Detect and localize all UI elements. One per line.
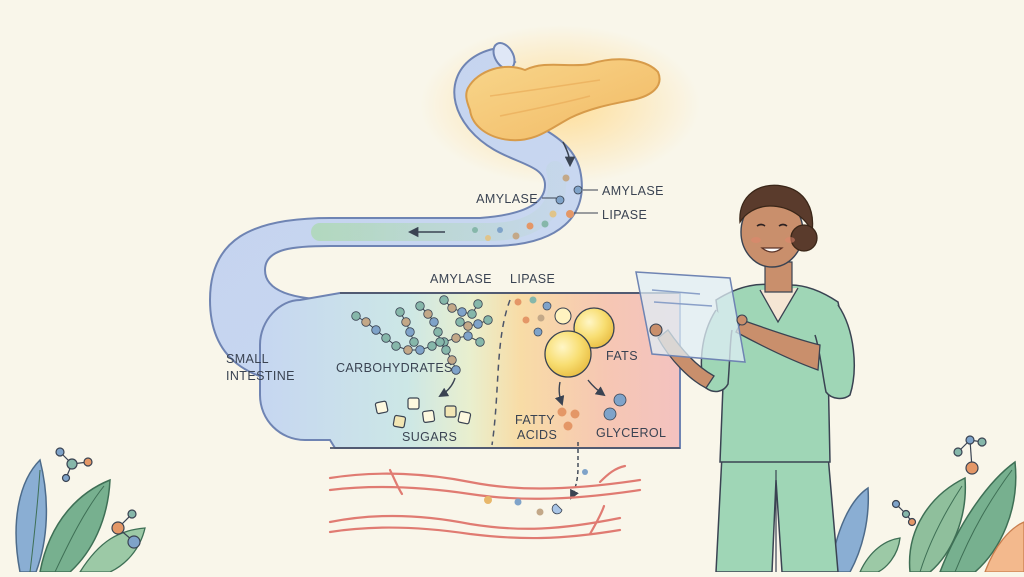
lipase-beads bbox=[514, 296, 572, 337]
carb-bead bbox=[439, 295, 449, 305]
carb-bead bbox=[441, 345, 451, 355]
sugar-cubes bbox=[374, 397, 472, 429]
fatty-acids-label-line1: FATTY bbox=[515, 413, 555, 427]
carbohydrate-chains bbox=[351, 295, 493, 375]
blood-vessels bbox=[328, 464, 642, 540]
small-intestine-label-line1: SMALL bbox=[226, 352, 269, 366]
carb-bead bbox=[361, 317, 371, 327]
carb-bead bbox=[405, 327, 415, 337]
scrub-pants bbox=[715, 454, 839, 573]
flow-arrow-icon bbox=[438, 377, 456, 398]
small-intestine-label-line2: INTESTINE bbox=[226, 369, 295, 383]
carb-bead bbox=[483, 315, 493, 325]
carb-bead bbox=[395, 307, 405, 317]
leaf-icon bbox=[829, 460, 1024, 573]
carb-bead bbox=[467, 309, 477, 319]
carb-chain-link bbox=[399, 311, 415, 343]
carb-bead bbox=[409, 337, 419, 347]
enzyme-stream bbox=[311, 161, 567, 241]
carb-bead bbox=[455, 317, 465, 327]
carb-bead bbox=[457, 307, 467, 317]
carb-bead bbox=[435, 337, 445, 347]
carb-bead bbox=[401, 317, 411, 327]
carb-bead bbox=[415, 345, 425, 355]
fatty-acids-label-line2: ACIDS bbox=[517, 428, 557, 442]
section-divider bbox=[491, 299, 511, 446]
carbohydrates-label: CARBOHYDRATES bbox=[336, 361, 453, 375]
absorption-arrow-icon bbox=[570, 442, 579, 500]
carb-bead bbox=[433, 327, 443, 337]
carb-bead bbox=[473, 299, 483, 309]
intestine-amylase-label: AMYLASE bbox=[430, 272, 492, 286]
pancreas-texture bbox=[489, 79, 601, 117]
carb-bead bbox=[371, 325, 381, 335]
hair-bun bbox=[790, 224, 818, 252]
molecule-icon bbox=[55, 447, 93, 483]
fatty-acid-dots bbox=[557, 407, 580, 431]
carb-bead bbox=[429, 317, 439, 327]
carb-bead bbox=[391, 341, 401, 351]
molecule-icon bbox=[953, 435, 987, 475]
tablet-icon bbox=[635, 271, 746, 363]
carb-bead bbox=[475, 337, 485, 347]
carb-bead bbox=[415, 301, 425, 311]
glycerol-dots bbox=[603, 393, 627, 421]
flow-arrow-icon bbox=[562, 141, 576, 168]
fat-globule bbox=[544, 330, 592, 378]
carb-bead bbox=[463, 321, 473, 331]
carb-bead bbox=[381, 333, 391, 343]
intestine-lipase-label: LIPASE bbox=[510, 272, 555, 286]
carb-bead bbox=[463, 331, 473, 341]
carb-bead bbox=[447, 303, 457, 313]
carb-bead bbox=[427, 341, 437, 351]
carb-bead bbox=[447, 355, 457, 365]
carb-bead bbox=[423, 309, 433, 319]
duct-enzyme-beads bbox=[472, 174, 583, 241]
health-educator-figure bbox=[635, 184, 855, 573]
flow-arrow-icon bbox=[554, 381, 565, 406]
label-amylase-right: AMYLASE bbox=[602, 184, 664, 198]
leaf-icon bbox=[15, 458, 146, 573]
carb-bead bbox=[403, 345, 413, 355]
absorbed-particle bbox=[582, 469, 588, 475]
carb-bead bbox=[351, 311, 361, 321]
fats-label: FATS bbox=[606, 349, 638, 363]
sugars-label: SUGARS bbox=[402, 430, 457, 444]
carb-bead bbox=[473, 319, 483, 329]
blood-particles bbox=[484, 496, 563, 516]
molecule-icon bbox=[891, 499, 917, 527]
pancreas-organ bbox=[465, 58, 661, 142]
glycerol-label: GLYCEROL bbox=[596, 426, 666, 440]
carb-bead bbox=[451, 333, 461, 343]
molecule-icon bbox=[111, 509, 141, 549]
label-lipase-duct: LIPASE bbox=[602, 208, 647, 222]
carb-bead bbox=[451, 365, 461, 375]
label-amylase-left: AMYLASE bbox=[476, 192, 538, 206]
flow-arrow-icon bbox=[587, 379, 606, 397]
